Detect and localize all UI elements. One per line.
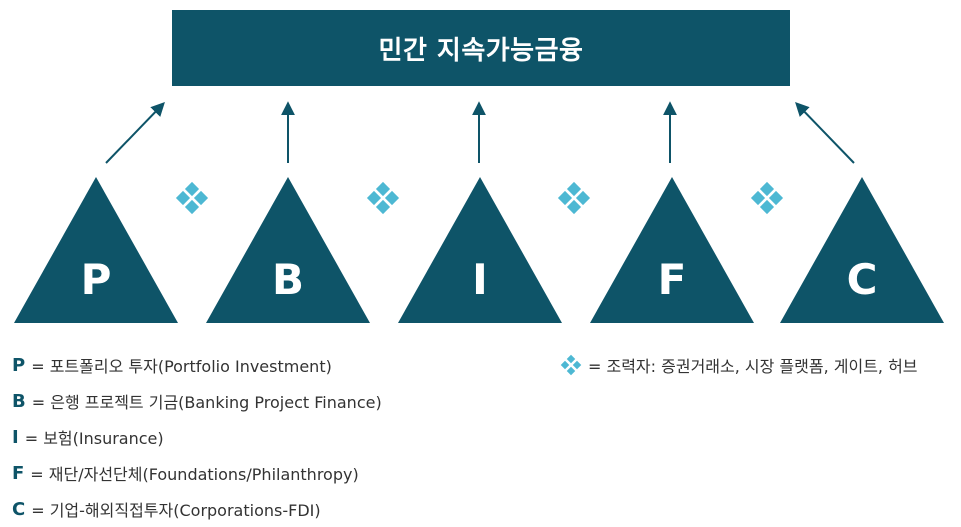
pillar-letter-i: I: [472, 255, 488, 304]
pillar-legend: P = 포트폴리오 투자(Portfolio Investment) B = 은…: [12, 347, 512, 527]
diagram-title: 민간 지속가능금융: [378, 35, 584, 66]
legend-letter: P: [12, 354, 26, 376]
diamond-cluster-icon: [560, 354, 582, 376]
diamond-cluster-icon: [557, 181, 591, 215]
legend-description: = 은행 프로젝트 기금(Banking Project Finance): [31, 393, 382, 412]
pillar-i: I: [398, 177, 562, 323]
pillar-letter-p: P: [81, 255, 112, 304]
legend-row-f: F = 재단/자선단체(Foundations/Philanthropy): [12, 455, 512, 491]
legend-description: = 기업-해외직접투자(Corporations-FDI): [31, 501, 321, 520]
facilitator-legend: = 조력자: 증권거래소, 시장 플랫폼, 게이트, 허브: [560, 347, 918, 383]
legend-row-p: P = 포트폴리오 투자(Portfolio Investment): [12, 347, 512, 383]
legend-description: = 재단/자선단체(Foundations/Philanthropy): [30, 465, 359, 484]
legend-letter: F: [12, 462, 25, 484]
diamond-cluster-icon: [175, 181, 209, 215]
pillar-letter-c: C: [847, 255, 878, 304]
diamond-cluster-icon: [750, 181, 784, 215]
pillar-letter-b: B: [272, 255, 304, 304]
pillar-f: F: [590, 177, 754, 323]
legend-letter: B: [12, 390, 26, 412]
legend-letter: C: [12, 498, 26, 520]
pillar-c: C: [780, 177, 944, 323]
pillar-letter-f: F: [658, 255, 687, 304]
arrow-c: [795, 101, 855, 164]
legend-row-i: I = 보험(Insurance): [12, 419, 512, 455]
legend-letter: I: [12, 426, 19, 448]
legend-description: = 포트폴리오 투자(Portfolio Investment): [31, 357, 332, 376]
legend-row-c: C = 기업-해외직접투자(Corporations-FDI): [12, 491, 512, 527]
title-box: 민간 지속가능금융: [172, 10, 790, 86]
diamond-cluster-icon: [366, 181, 400, 215]
legend-description: = 보험(Insurance): [24, 429, 164, 448]
facilitator-legend-text: = 조력자: 증권거래소, 시장 플랫폼, 게이트, 허브: [588, 357, 918, 376]
pillar-p: P: [14, 177, 178, 323]
pillar-b: B: [206, 177, 370, 323]
legend-row-b: B = 은행 프로젝트 기금(Banking Project Finance): [12, 383, 512, 419]
arrow-p: [105, 101, 165, 164]
